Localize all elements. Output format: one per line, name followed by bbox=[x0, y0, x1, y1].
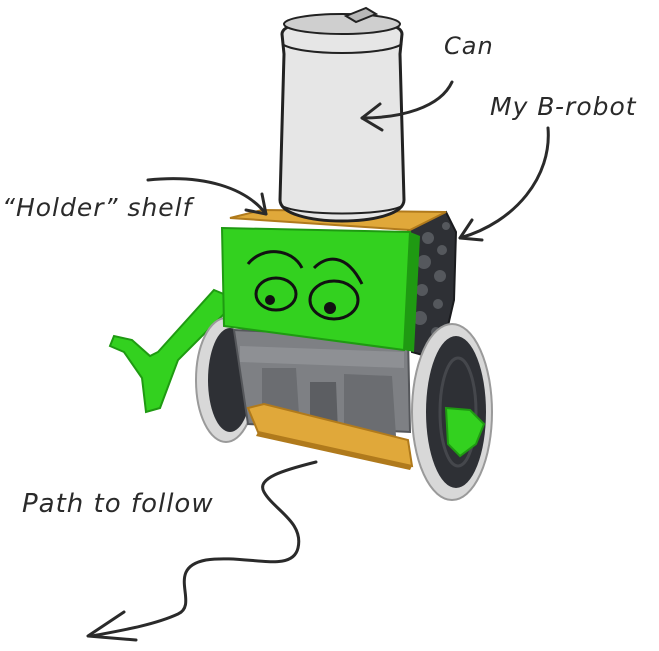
panel-holes bbox=[413, 222, 450, 337]
left-arm bbox=[108, 288, 240, 414]
can-arrow bbox=[360, 80, 454, 132]
can-tab-icon bbox=[343, 6, 379, 24]
robot-arrow bbox=[458, 126, 550, 242]
right-arm bbox=[444, 406, 486, 458]
path-label: Path to follow bbox=[22, 489, 214, 519]
left-eye bbox=[254, 276, 298, 312]
holder-shelf-label: “Holder” shelf bbox=[2, 193, 193, 222]
shelf-arrow bbox=[146, 177, 268, 216]
b-robot bbox=[108, 208, 493, 501]
path-line bbox=[86, 460, 318, 642]
robot-head bbox=[220, 226, 420, 352]
right-eye bbox=[308, 279, 360, 321]
can-label: Can bbox=[444, 32, 494, 60]
left-eyebrow bbox=[246, 250, 304, 269]
right-eyebrow bbox=[312, 257, 364, 285]
can bbox=[278, 6, 406, 223]
base-shelf bbox=[246, 402, 414, 468]
robot-label: My B-robot bbox=[490, 92, 637, 121]
